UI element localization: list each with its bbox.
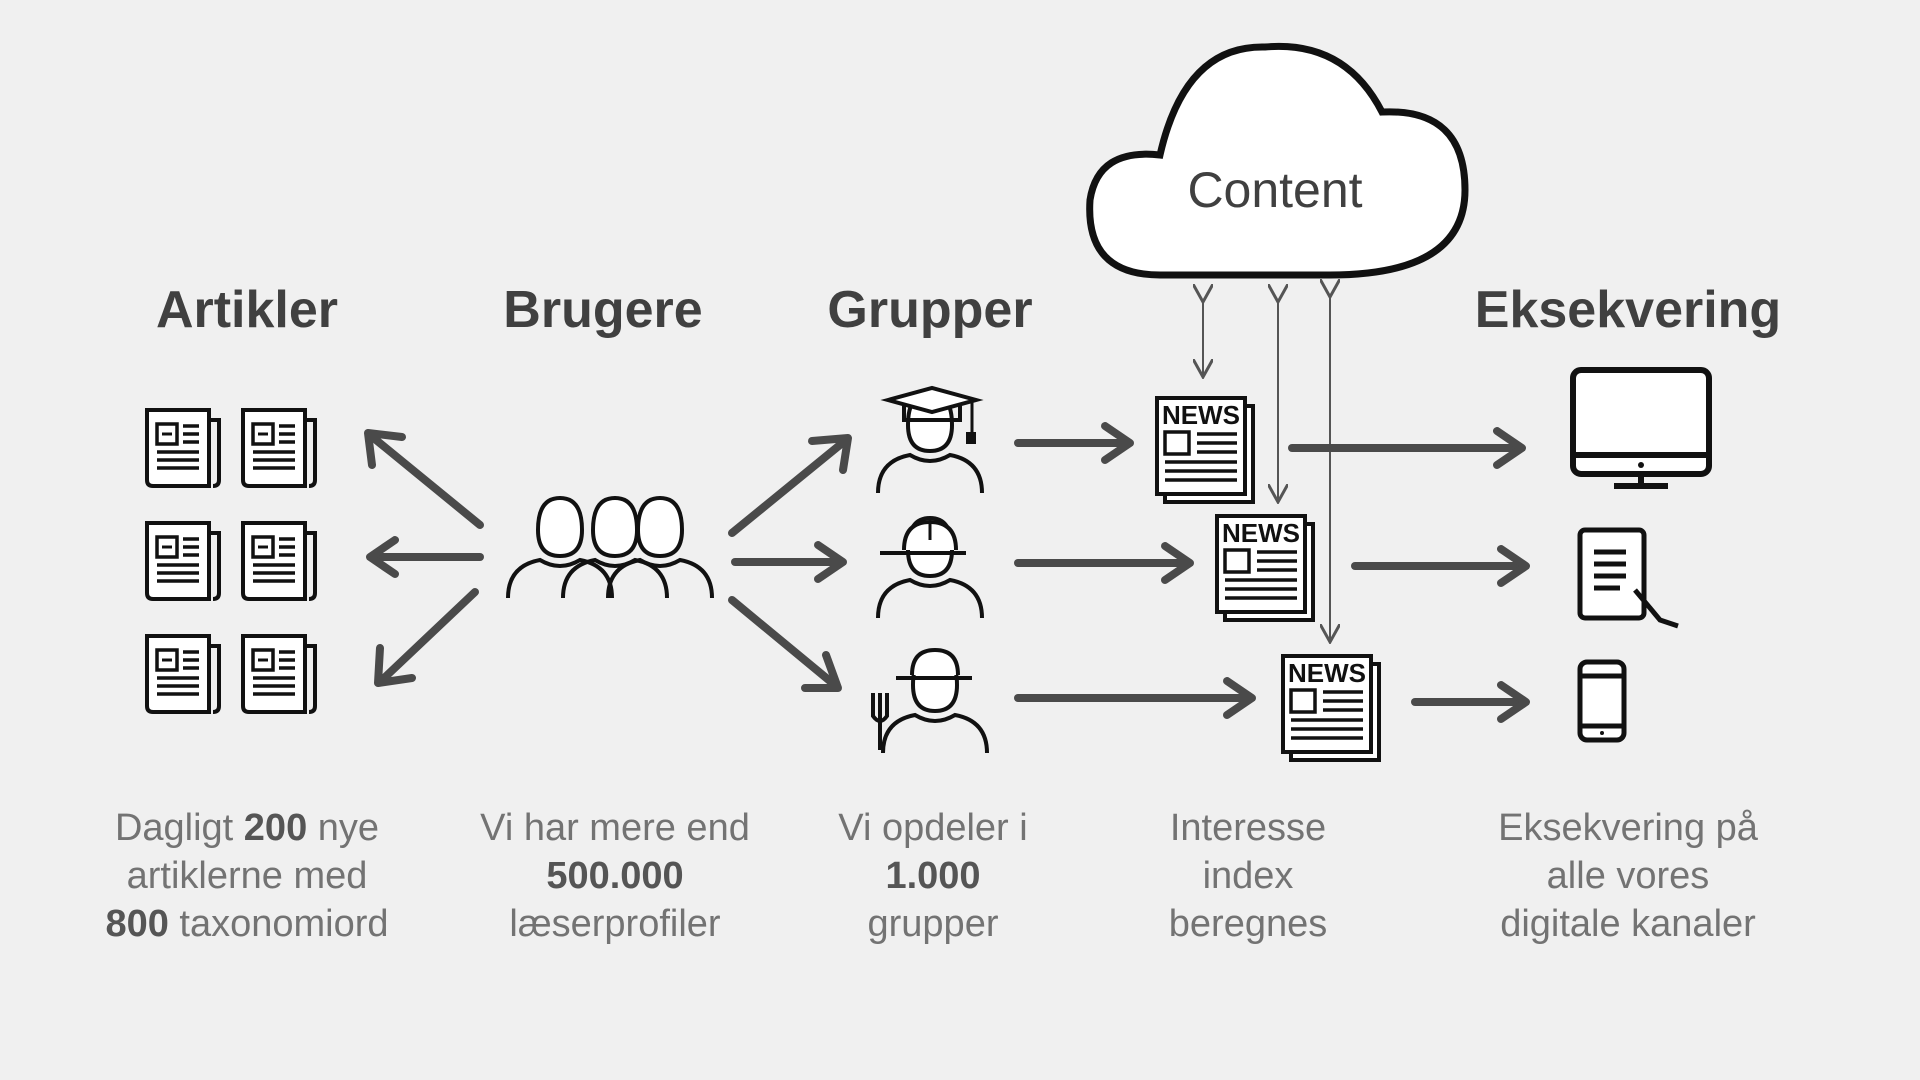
caption-articles: Dagligt 200 nye artiklerne med 800 taxon…	[105, 807, 389, 945]
cloud-label: Content	[1187, 162, 1363, 218]
graduate-icon	[876, 385, 984, 495]
news-label: NEWS	[1288, 658, 1366, 688]
heading-articles: Artikler	[155, 281, 339, 339]
heading-execution: Eksekvering	[1474, 281, 1782, 339]
tablet-icon	[1577, 527, 1679, 629]
newspaper-icon	[241, 408, 317, 488]
articles-newspapers	[145, 408, 317, 714]
news-paper-1: NEWS	[1155, 396, 1255, 504]
caption-users: Vi har mere end 500.000 læserprofiler	[480, 807, 750, 945]
cloud-shape	[1086, 42, 1469, 279]
heading-groups: Grupper	[827, 281, 1033, 339]
cloud-connectors	[1203, 295, 1330, 640]
news-label: NEWS	[1222, 518, 1300, 548]
news-paper-3: NEWS	[1281, 654, 1381, 762]
caption-execution: Eksekvering på alle vores digitale kanal…	[1498, 807, 1758, 945]
caption-groups: Vi opdeler i 1.000 grupper	[838, 807, 1028, 945]
caption-index: Interesse index beregnes	[1168, 807, 1328, 945]
users-group-icon	[506, 496, 714, 600]
flow-arrows	[364, 422, 1530, 723]
newspaper-icon	[145, 408, 221, 488]
heading-users: Brugere	[503, 281, 703, 339]
newspaper-icon	[241, 634, 317, 714]
desktop-monitor-icon	[1570, 367, 1712, 489]
newspaper-icon	[241, 521, 317, 601]
newspaper-icon	[145, 521, 221, 601]
news-label: NEWS	[1162, 400, 1240, 430]
smartphone-icon	[1577, 659, 1627, 743]
newspaper-icon	[145, 634, 221, 714]
worker-icon	[876, 516, 984, 620]
farmer-icon	[871, 647, 989, 755]
news-paper-2: NEWS	[1215, 514, 1315, 622]
